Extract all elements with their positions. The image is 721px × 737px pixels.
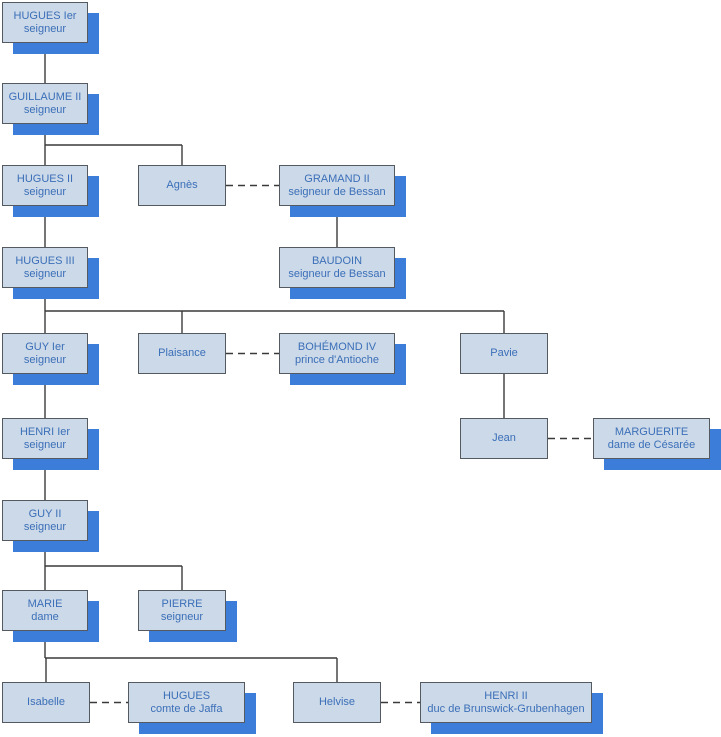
- person-title: seigneur: [23, 22, 67, 35]
- person-node-helvise[interactable]: Helvise: [293, 682, 381, 723]
- person-title: dame de Césarée: [607, 438, 696, 451]
- person-name: HENRI Ier: [19, 425, 71, 438]
- person-name: Isabelle: [27, 696, 65, 708]
- person-title: seigneur: [23, 267, 67, 280]
- person-name: GUY II: [28, 507, 62, 520]
- person-name: Plaisance: [158, 347, 206, 359]
- person-name: Agnès: [166, 179, 198, 191]
- person-node-agnes[interactable]: Agnès: [138, 165, 226, 206]
- person-name: GUY Ier: [25, 340, 65, 353]
- person-title: seigneur: [23, 185, 67, 198]
- person-title: seigneur: [23, 103, 67, 116]
- person-title: comte de Jaffa: [150, 702, 223, 715]
- person-node-jean[interactable]: Jean: [460, 418, 548, 459]
- person-name: HUGUES II: [16, 172, 74, 185]
- person-node-plaisance[interactable]: Plaisance: [138, 333, 226, 374]
- person-title: dame: [31, 610, 59, 623]
- person-name: HUGUES: [162, 689, 211, 702]
- person-name: Helvise: [318, 696, 356, 708]
- person-title: seigneur de Bessan: [288, 185, 386, 198]
- person-name: HUGUES Ier: [13, 9, 77, 22]
- person-name: BOHÉMOND IV: [297, 340, 377, 353]
- person-name: Pavie: [490, 347, 518, 359]
- person-node-pavie[interactable]: Pavie: [460, 333, 548, 374]
- person-name: PIERRE: [161, 597, 203, 610]
- person-title: seigneur: [23, 353, 67, 366]
- person-title: seigneur: [23, 438, 67, 451]
- person-title: seigneur de Bessan: [288, 267, 386, 280]
- person-title: seigneur: [23, 520, 67, 533]
- person-title: seigneur: [160, 610, 204, 623]
- person-name: HUGUES III: [15, 254, 75, 267]
- person-name: MARGUERITE: [614, 425, 689, 438]
- person-title: prince d'Antioche: [294, 353, 380, 366]
- person-name: MARIE: [27, 597, 63, 610]
- person-name: HENRI II: [484, 689, 528, 702]
- person-name: BAUDOIN: [311, 254, 363, 267]
- person-name: Jean: [492, 432, 516, 444]
- person-title: duc de Brunswick-Grubenhagen: [427, 702, 585, 715]
- person-name: GRAMAND II: [304, 172, 370, 185]
- person-name: GUILLAUME II: [8, 90, 82, 103]
- person-node-isabelle[interactable]: Isabelle: [2, 682, 90, 723]
